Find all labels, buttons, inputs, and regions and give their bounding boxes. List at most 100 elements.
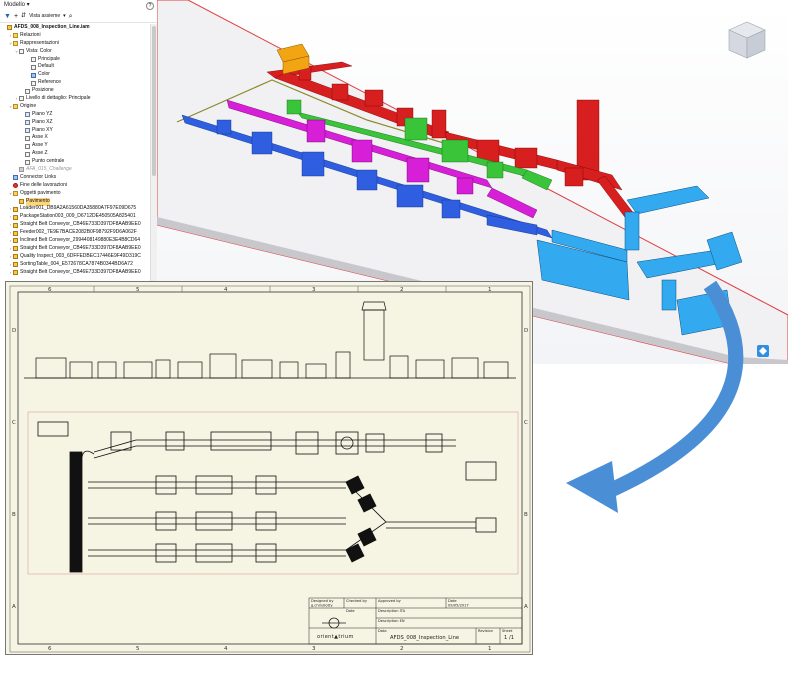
tree-item[interactable]: Piano YZ xyxy=(0,111,150,119)
tree-item[interactable]: Connector Links xyxy=(0,174,150,182)
zone-label-left: C xyxy=(12,420,16,426)
expand-toggle-icon[interactable]: › xyxy=(15,96,18,102)
tree-item[interactable]: › SortingTable_004_E572678CA7874B0344BD6A… xyxy=(0,261,150,269)
tree-item-label: Straight Belt Conveyor_CB46E733D397DF8AA… xyxy=(20,244,141,251)
tree-item[interactable]: ›Feeder002_7E9E7BACE2082B0F98792F9D6A062… xyxy=(0,229,150,237)
tree-item[interactable]: Reference xyxy=(0,79,150,87)
tree-item-label: Straight Belt Conveyor_CB46E733D397DF8AA… xyxy=(20,268,141,275)
tree-item[interactable]: ˅Origine xyxy=(0,103,150,111)
scrollbar-thumb[interactable] xyxy=(152,26,156,176)
tree-item-label: Piano YZ xyxy=(32,110,53,117)
axis-icon xyxy=(25,151,30,157)
tree-item[interactable]: › Straight Belt Conveyor_CB46E733D397DF8A… xyxy=(0,269,150,277)
zone-label-right: D xyxy=(524,328,528,334)
expand-toggle-icon[interactable]: › xyxy=(9,214,12,220)
tree-item[interactable]: Asse X xyxy=(0,134,150,142)
tree-item[interactable]: ˅Rappresentazioni xyxy=(0,40,150,48)
tree-item[interactable]: Asse Y xyxy=(0,142,150,150)
stop-icon xyxy=(13,183,18,189)
elevation-view xyxy=(24,301,516,379)
tree-item[interactable]: Fine delle lavorazioni xyxy=(0,182,150,190)
browser-header[interactable]: Modello ▾ ? xyxy=(0,0,157,11)
tree-item[interactable]: ›Inclined Belt Conveyor_2994408149880E3E… xyxy=(0,237,150,245)
factory-3d-model xyxy=(157,0,788,364)
drawing-title: AFDS_008_Inspection_Line xyxy=(390,635,459,641)
filter-icon[interactable]: ▼ xyxy=(4,13,11,20)
tree-item[interactable]: Color xyxy=(0,71,150,79)
chevron-down-icon[interactable]: ▾ xyxy=(25,2,30,8)
tree-item[interactable]: Principale xyxy=(0,56,150,64)
tree-item[interactable]: Pavimento xyxy=(0,197,150,206)
company-name: orient▲trium xyxy=(317,634,354,640)
tree-item-label: Color xyxy=(38,71,50,78)
tree-item[interactable]: ›Straight Belt Conveyor_CB46E733D397DF8A… xyxy=(0,221,150,229)
expand-toggle-icon[interactable]: › xyxy=(9,269,12,275)
tree-item[interactable]: › Quality Inspect_003_6DFFEDBEC17446E9F49… xyxy=(0,253,150,261)
plane-icon xyxy=(25,128,30,134)
expand-toggle-icon[interactable]: › xyxy=(9,230,12,236)
folder-icon xyxy=(13,41,18,47)
tree-item[interactable]: Asse Z xyxy=(0,150,150,158)
expand-toggle-icon[interactable]: › xyxy=(9,253,12,259)
part-icon xyxy=(13,230,18,236)
tree-item[interactable]: Punto centrale xyxy=(0,158,150,166)
revision-label: Revision xyxy=(478,629,493,633)
help-icon[interactable]: ? xyxy=(146,2,154,10)
tree-item-label: Pavimento xyxy=(26,197,50,206)
tree-item[interactable]: Piano XZ xyxy=(0,119,150,127)
binoculars-icon[interactable]: ⌕ xyxy=(68,13,73,20)
tree-scrollbar[interactable] xyxy=(150,24,157,290)
zone-label-right: C xyxy=(524,420,528,426)
expand-toggle-icon[interactable]: › xyxy=(9,238,12,244)
expand-toggle-icon[interactable]: ˅ xyxy=(9,40,12,46)
tree-item-label: Quality Inspect_003_6DFFEDBEC17446E9F49D… xyxy=(20,252,141,259)
assembly-view-icon[interactable]: ⇵ xyxy=(21,13,27,19)
browser-title[interactable]: Modello xyxy=(4,2,26,8)
tree-item-label: Connector Links xyxy=(20,173,57,180)
tree-item[interactable]: ˅Oggetti pavimento xyxy=(0,190,150,198)
part-icon xyxy=(13,270,18,276)
tree-item-label: AFDS_008_Inspection_Line.iam xyxy=(14,24,90,30)
tree-item[interactable]: › Livello di dettaglio: Principale xyxy=(0,95,150,103)
tree-item-label: Asse Y xyxy=(32,142,48,149)
tree-item-label: SortingTable_004_E572678CA7874B0344BD6A7… xyxy=(20,260,133,267)
expand-toggle-icon[interactable]: › xyxy=(9,206,12,212)
tree-item[interactable]: Piano XY xyxy=(0,127,150,135)
tree-item-label: Livello di dettaglio: Principale xyxy=(26,95,91,102)
plus-icon[interactable]: + xyxy=(13,13,19,20)
tree-item[interactable]: Default xyxy=(0,63,150,71)
data-label: Data xyxy=(378,629,387,633)
viewcube-icon[interactable] xyxy=(728,21,766,59)
expand-toggle-icon[interactable]: › xyxy=(9,261,12,267)
drawing-border xyxy=(17,291,523,645)
expand-toggle-icon[interactable]: › xyxy=(9,245,12,251)
expand-toggle-icon[interactable]: › xyxy=(9,222,12,228)
expand-toggle-icon[interactable]: › xyxy=(9,32,12,38)
axis-icon xyxy=(25,135,30,141)
expand-toggle-icon[interactable]: ˅ xyxy=(15,48,18,54)
folder-icon xyxy=(13,104,18,110)
navigation-icon[interactable] xyxy=(757,345,769,357)
expand-toggle-icon[interactable]: ˅ xyxy=(9,103,12,109)
view-icon xyxy=(31,64,36,70)
zone-label-bottom: 5 xyxy=(136,646,140,652)
zone-label-left: B xyxy=(12,512,16,518)
green-line xyxy=(286,99,553,191)
part-icon xyxy=(19,199,24,205)
zone-label-right: A xyxy=(524,604,528,610)
chevron-down-icon[interactable]: ▾ xyxy=(63,13,66,19)
tree-item[interactable]: ›Relazioni xyxy=(0,32,150,40)
assembly-view-label[interactable]: Vista assieme xyxy=(29,13,61,19)
zone-label-top: 2 xyxy=(400,287,404,293)
tree-item[interactable]: Posizione xyxy=(0,87,150,95)
tree-item[interactable]: ›PackageStation003_009_D6712DE450505A825… xyxy=(0,213,150,221)
tree-item[interactable]: › Straight Belt Conveyor_CB46E733D397DF8A… xyxy=(0,245,150,253)
tree-item-label: Reference xyxy=(38,79,62,86)
tree-item[interactable]: ›Loader001_DB9A2A61560DA35880A7F97E09D67… xyxy=(0,205,150,213)
tree-item[interactable]: AFDS_008_Inspection_Line.iam xyxy=(0,24,150,32)
zone-label-bottom: 1 xyxy=(488,646,492,652)
tree-item[interactable]: AFA_015_Challenge xyxy=(0,166,150,174)
expand-toggle-icon[interactable]: ˅ xyxy=(9,190,12,196)
tree-item[interactable]: ˅Vista: Color xyxy=(0,48,150,56)
